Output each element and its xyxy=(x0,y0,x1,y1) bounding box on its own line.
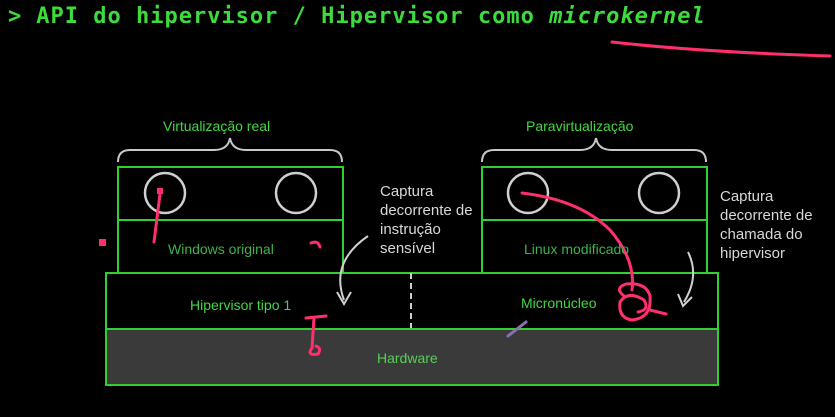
microkernel-label: Micronúcleo xyxy=(521,295,597,311)
trap-arrow-left-head xyxy=(336,291,352,306)
process-circle xyxy=(506,171,550,215)
title-emphasis: microkernel xyxy=(549,4,706,29)
guest-os-windows: Windows original xyxy=(168,241,274,257)
process-circle xyxy=(637,171,681,215)
process-circle xyxy=(274,171,318,215)
trap-arrow-right xyxy=(683,251,695,303)
annotation-hypercall: Captura decorrente de chamada do hipervi… xyxy=(720,188,813,262)
trap-arrow-right-head xyxy=(677,293,693,308)
prompt-glyph: > xyxy=(8,4,23,29)
label-full-virtualization: Virtualização real xyxy=(163,118,271,134)
trap-arrow-left xyxy=(339,235,369,301)
slide-title: > API do hipervisor / Hipervisor como mic… xyxy=(8,4,706,29)
hypervisor-type1-label: Hipervisor tipo 1 xyxy=(190,297,292,313)
annotation-sensitive-instruction: Captura decorrente de instrução sensível xyxy=(380,183,473,257)
hardware-label: Hardware xyxy=(377,350,438,366)
brace-left xyxy=(117,137,343,163)
pen-underline xyxy=(610,40,832,58)
hardware-layer xyxy=(105,328,719,386)
title-text: API do hipervisor / Hipervisor como xyxy=(36,4,535,29)
label-paravirtualization: Paravirtualização xyxy=(526,118,634,134)
process-circle xyxy=(143,171,187,215)
pen-annotations xyxy=(99,188,668,356)
guest-os-linux: Linux modificado xyxy=(524,241,630,257)
brace-right xyxy=(481,137,707,163)
